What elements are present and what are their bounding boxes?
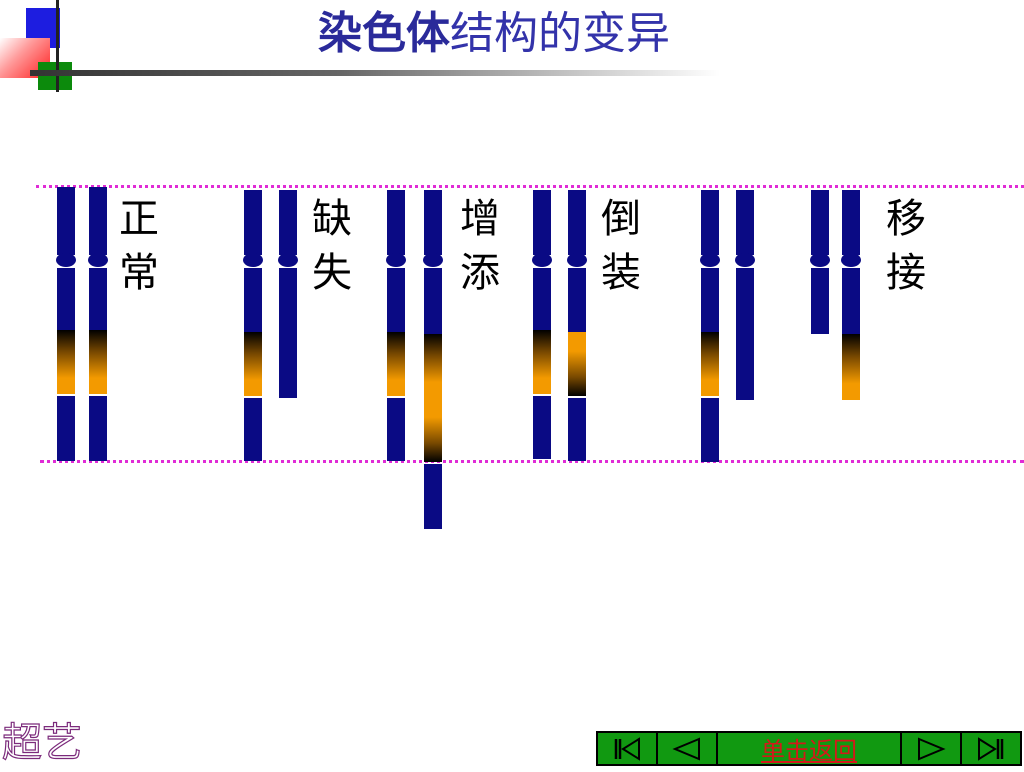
label-inversion: 倒装 <box>601 196 641 296</box>
first-icon <box>614 736 640 761</box>
last-icon <box>978 736 1004 761</box>
return-link[interactable]: 单击返回 <box>761 737 857 765</box>
label-deletion: 缺失 <box>312 196 352 296</box>
logo: 超艺 <box>0 712 108 768</box>
page-title: 染色体结构的变异 <box>318 6 670 62</box>
top-guide-line <box>36 185 1024 188</box>
navigation-bar: 单击返回 <box>596 731 1022 766</box>
previous-slide-button[interactable] <box>658 733 718 764</box>
next-icon <box>918 737 946 760</box>
title-underline <box>30 70 720 76</box>
label-normal: 正常 <box>119 196 159 296</box>
return-button[interactable]: 单击返回 <box>718 733 902 765</box>
prev-icon <box>672 737 700 760</box>
next-slide-button[interactable] <box>902 733 962 764</box>
logo-text: 超艺 <box>2 720 82 766</box>
bottom-guide-line <box>40 460 1024 463</box>
page-title-bold: 染色体 <box>318 8 450 59</box>
label-duplication: 增添 <box>460 196 500 296</box>
label-translocation: 移接 <box>886 196 926 296</box>
first-slide-button[interactable] <box>598 733 658 764</box>
page-title-rest: 结构的变异 <box>450 8 670 59</box>
last-slide-button[interactable] <box>962 733 1020 764</box>
